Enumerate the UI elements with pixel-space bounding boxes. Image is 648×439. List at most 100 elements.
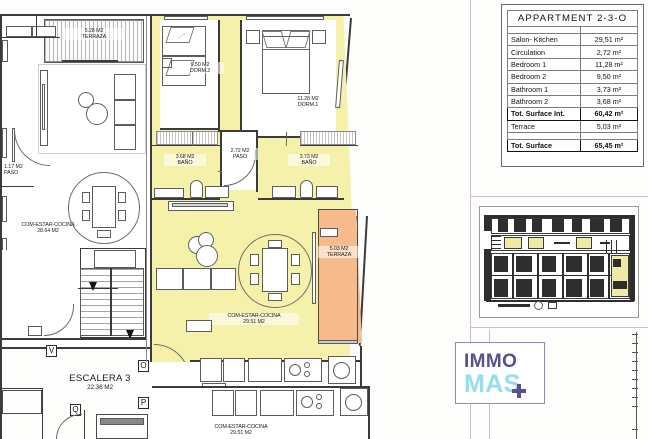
scale-ruler-tick bbox=[632, 334, 638, 335]
kitchen-upper-appliance-2 bbox=[223, 358, 245, 382]
logo-line-mas: MAS bbox=[464, 370, 521, 398]
bottom-unit-label: COM-ESTAR-COCINA 29.51 M2 bbox=[196, 424, 286, 437]
neighbour-counter-top bbox=[32, 26, 56, 37]
guide-line-horizontal bbox=[471, 196, 648, 197]
table-cell-value: 2,72 m² bbox=[579, 45, 639, 59]
key-plan-leader-2 bbox=[611, 240, 612, 254]
bathroom-2-area-text: 3.68 M2 bbox=[175, 154, 195, 160]
key-plan-bar-2 bbox=[600, 242, 610, 244]
table-title-cell: APPARTMENT 2-3-O bbox=[507, 10, 638, 27]
neighbour-wall-v-1 bbox=[36, 16, 38, 38]
bathroom-2-label: 3.68 M2 BAÑO bbox=[164, 154, 206, 167]
key-plan-unit-fill-7 bbox=[516, 279, 532, 297]
key-plan-unit-fill-3 bbox=[542, 256, 556, 272]
table-cell-value: 65,45 m² bbox=[579, 138, 639, 153]
key-plan-unit-fill-8 bbox=[542, 279, 556, 297]
table-cell-value: 29,51 m² bbox=[579, 32, 639, 47]
guide-line-horizontal-2 bbox=[471, 327, 648, 328]
table-row: Bedroom 2 9,50 m² bbox=[507, 70, 639, 84]
key-plan-bar-1 bbox=[554, 242, 570, 244]
lobby-unit-1 bbox=[2, 390, 42, 414]
exterior-wall-top bbox=[0, 14, 350, 16]
neighbour-chair-3 bbox=[118, 192, 126, 203]
bathroom-2-vanity bbox=[205, 186, 229, 198]
stair-wall-bottom bbox=[2, 338, 146, 340]
neighbour-chair-1 bbox=[82, 192, 90, 203]
door-marker-o[interactable]: O bbox=[138, 360, 149, 372]
door-marker-p[interactable]: P bbox=[138, 397, 149, 409]
logo-line-immo: IMMO bbox=[464, 351, 518, 372]
bedroom-1-headboard bbox=[262, 30, 310, 50]
table-row: Circulation 2,72 m² bbox=[507, 45, 639, 59]
key-plan-slab-left-lower bbox=[484, 249, 491, 301]
terrace-right-name-text: TERRAZA bbox=[326, 252, 352, 259]
bathroom-1-vanity bbox=[272, 186, 296, 198]
key-plan-core-6 bbox=[590, 219, 604, 232]
bathroom-1-area-text: 3.73 M2 bbox=[299, 154, 319, 160]
table-cell-label: Bedroom 2 bbox=[507, 70, 581, 84]
neighbour-chair-4 bbox=[118, 210, 126, 221]
key-plan-unit-fill-6 bbox=[494, 279, 508, 297]
bathroom-2-toilet bbox=[190, 180, 203, 198]
bottom-unit-name-text: COM-ESTAR-COCINA bbox=[214, 424, 268, 430]
stair-treads bbox=[80, 268, 144, 336]
bathroom-1-wall-bottom bbox=[258, 198, 344, 200]
living-chair-1 bbox=[250, 254, 259, 266]
living-rug bbox=[186, 320, 212, 332]
key-plan-unit-fill-5 bbox=[590, 256, 604, 272]
scale-ruler-tick bbox=[632, 388, 638, 389]
neighbour-unit-label: COM-ESTAR-COCINA 28.64 M2 bbox=[8, 222, 88, 235]
paso-center-name-text: PASO bbox=[232, 154, 248, 161]
key-plan-core-7 bbox=[610, 219, 622, 232]
scale-ruler-tick bbox=[632, 429, 638, 430]
terrace-right-area-text: 5.03 M2 bbox=[329, 246, 349, 252]
key-plan-unit-hl-1 bbox=[504, 237, 522, 249]
bathroom-1-name-text: BAÑO bbox=[301, 160, 317, 167]
floor-plan-drawing: 5.28 M2 TERRAZA 1.17 M2 PASO COM-ESTAR-C… bbox=[0, 14, 370, 439]
living-main-name-text: COM-ESTAR-COCINA bbox=[227, 313, 281, 319]
living-sofa bbox=[156, 268, 236, 290]
terrace-right-label: 5.03 M2 TERRAZA bbox=[318, 246, 360, 259]
key-plan-unit-fill-9 bbox=[566, 279, 582, 297]
living-chair-4 bbox=[291, 273, 300, 285]
table-cell-label: Bathroom 2 bbox=[507, 94, 581, 109]
key-plan-slab-left bbox=[484, 215, 491, 231]
neighbour-wall-h-1 bbox=[2, 37, 60, 39]
kitchen-lower-appliance-2 bbox=[235, 390, 257, 416]
bedroom-2-area-text: 9.50 M2 bbox=[190, 62, 210, 68]
door-marker-v[interactable]: V bbox=[46, 345, 57, 357]
living-sofa-div-1 bbox=[182, 268, 184, 290]
key-plan-legend-box bbox=[548, 302, 557, 309]
paso-left-door-leaf bbox=[12, 128, 15, 162]
key-plan-core-3 bbox=[532, 219, 542, 232]
key-plan-core-2 bbox=[514, 219, 526, 232]
scale-ruler-tick bbox=[632, 343, 638, 344]
immomas-logo[interactable]: IMMO MAS bbox=[455, 342, 545, 404]
paso-left-area-text: 1.17 M2 bbox=[4, 164, 23, 170]
key-plan-left-ticks-3 bbox=[491, 244, 501, 245]
bathroom-2-wall-bottom bbox=[152, 198, 220, 200]
bedroom-1-name-text: DORM.1 bbox=[297, 102, 319, 109]
key-plan-unit-hl-2 bbox=[528, 237, 544, 249]
paso-left-wall bbox=[2, 186, 34, 188]
neighbour-window-left-2 bbox=[2, 128, 7, 158]
paso-center-area-text: 2.72 M2 bbox=[230, 148, 250, 154]
terrace-top-left-edge bbox=[62, 60, 118, 62]
table-cell-value: 11,28 m² bbox=[579, 57, 639, 72]
bedroom-1-area-text: 11.28 M2 bbox=[297, 96, 319, 102]
bottom-unit-wall-right bbox=[368, 386, 370, 439]
living-dining-table bbox=[262, 248, 288, 292]
key-plan-core-4 bbox=[552, 219, 564, 232]
scale-ruler-tick bbox=[632, 370, 638, 371]
scale-ruler-tick bbox=[632, 361, 638, 362]
bottom-unit-wall-top bbox=[152, 386, 370, 388]
kitchen-lower-hob-burner-3 bbox=[316, 403, 322, 409]
table-row: Bedroom 1 11,28 m² bbox=[507, 57, 639, 72]
lobby-fixture bbox=[100, 418, 144, 425]
stair-door-leaf bbox=[28, 326, 42, 336]
neighbour-decor-circle-2 bbox=[86, 103, 108, 125]
terrace-top-left-area-text: 5.28 M2 bbox=[84, 28, 104, 34]
key-plan-grid-h-1 bbox=[491, 275, 630, 277]
neighbour-unit-area-text: 28.64 M2 bbox=[37, 228, 59, 235]
